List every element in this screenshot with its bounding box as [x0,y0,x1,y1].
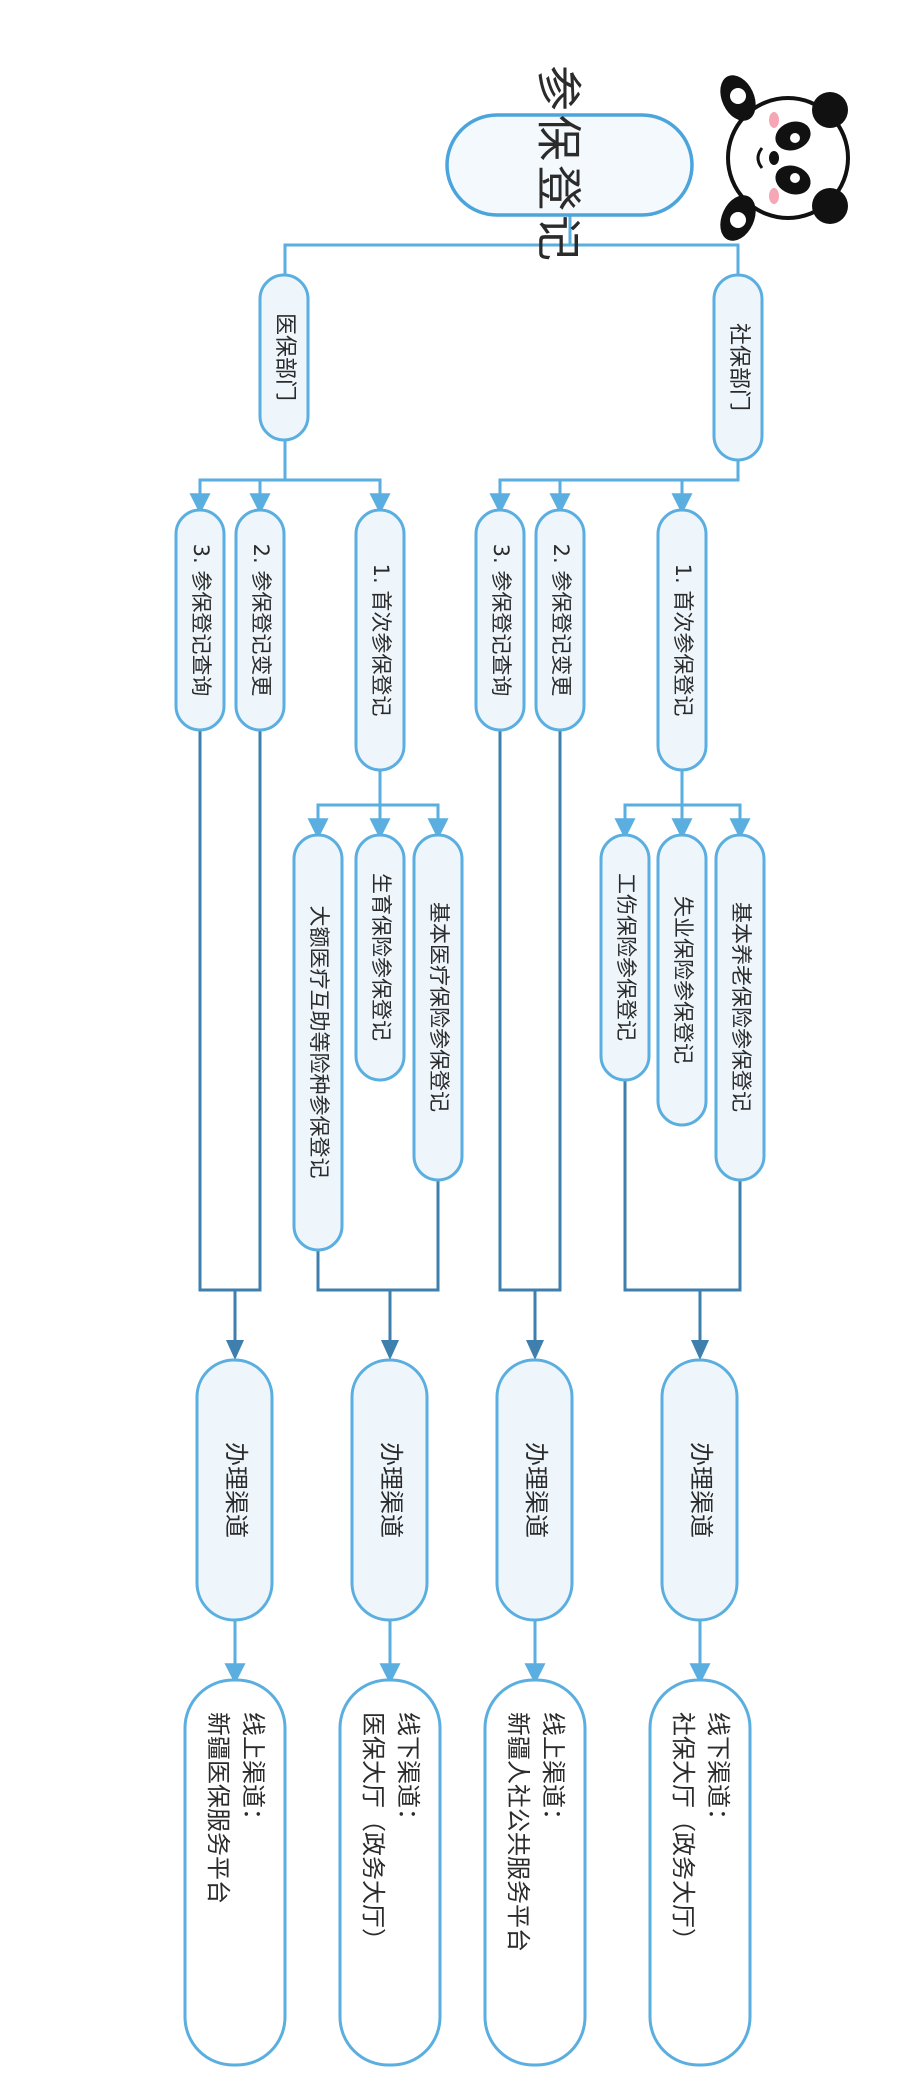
social-item-2-node: 2. 参保登记变更 [534,508,586,732]
arrow-to-channel2 [526,1340,544,1360]
social-sub-3-node: 工伤保险参保登记 [599,833,651,1082]
social-sub-1-label: 基本养老保险参保登记 [729,902,753,1112]
channel-3-node: 办理渠道 [350,1358,429,1622]
connectors [189,210,751,1685]
connector-social-sub1 [680,770,751,840]
connector-medical-item2 [249,478,285,515]
medical-sub-3-label: 大额医疗互助等险种参保登记 [307,906,331,1179]
medical-sub-1-node: 基本医疗保险参保登记 [412,833,464,1182]
medical-item-2-label: 2. 参保登记变更 [249,544,273,697]
arrow-to-channel1 [691,1340,709,1360]
channel-4-label: 办理渠道 [222,1442,250,1538]
merge-social-sub3 [623,1080,700,1292]
connector-medical-item1 [283,440,391,515]
detail-3-node: 线下渠道： 医保大厅（政务大厅） [338,1678,442,2067]
channel-2-node: 办理渠道 [495,1358,574,1622]
branch-social-node: 社保部门 [712,273,764,462]
merge-medical-sub3 [316,1250,390,1292]
connector-medical-item3 [189,478,260,515]
detail-1-node: 线下渠道： 社保大厅（政务大厅） [648,1678,752,2067]
medical-item-3-node: 3. 参保登记查询 [174,508,226,732]
merge-medical-sub1 [390,1180,440,1292]
social-sub-1-node: 基本养老保险参保登记 [714,833,766,1182]
channel-2-label: 办理渠道 [522,1442,550,1538]
detail-3-line2: 医保大厅（政务大厅） [359,1712,387,1952]
merge-social-item2 [535,730,562,1292]
detail-2-line1: 线上渠道： [539,1712,567,1832]
medical-item-1-label: 1. 首次参保登记 [369,564,393,717]
connector-root-social [568,210,740,275]
arrow-to-channel4 [226,1340,244,1360]
connector-medical-sub3 [307,803,380,840]
connector-social-item2 [549,478,738,515]
connector-social-item3 [489,478,560,515]
arrow-to-channel3 [381,1340,399,1360]
social-sub-2-label: 失业保险参保登记 [671,896,695,1064]
connector-social-item1 [671,460,740,515]
detail-2-line2: 新疆人社公共服务平台 [504,1712,532,1952]
detail-1-line2: 社保大厅（政务大厅） [669,1712,697,1952]
medical-item-2-node: 2. 参保登记变更 [234,508,286,732]
merge-medical-item3 [198,730,235,1292]
medical-item-1-node: 1. 首次参保登记 [354,508,406,772]
detail-3-line1: 线下渠道： [394,1712,422,1832]
detail-4-line2: 新疆医保服务平台 [204,1712,232,1904]
social-item-1-label: 1. 首次参保登记 [671,564,695,717]
channel-1-label: 办理渠道 [687,1442,715,1538]
connector-root-medical [283,243,570,275]
merge-social-sub1 [700,1180,742,1292]
branch-medical-label: 医保部门 [272,313,297,401]
channel-1-node: 办理渠道 [660,1358,739,1622]
social-item-3-label: 3. 参保登记查询 [489,544,513,697]
social-item-2-label: 2. 参保登记变更 [549,544,573,697]
social-sub-2-node: 失业保险参保登记 [656,833,708,1127]
channel-3-label: 办理渠道 [377,1442,405,1538]
merge-social-item3 [498,730,535,1292]
medical-item-3-label: 3. 参保登记查询 [189,544,213,697]
connector-social-sub3 [614,803,682,840]
branch-medical-node: 医保部门 [258,273,310,442]
social-sub-3-label: 工伤保险参保登记 [614,873,638,1041]
medical-sub-2-node: 生育保险参保登记 [354,833,406,1082]
detail-4-node: 线上渠道： 新疆医保服务平台 [183,1678,287,2067]
channel-4-node: 办理渠道 [195,1358,274,1622]
root-node: 参保登记 [445,65,694,265]
social-item-1-node: 1. 首次参保登记 [656,508,708,772]
detail-1-line1: 线下渠道： [704,1712,732,1832]
medical-sub-2-label: 生育保险参保登记 [369,873,393,1041]
merge-medical-item2 [235,730,262,1292]
branch-social-label: 社保部门 [726,323,751,411]
connector-medical-sub1 [378,770,449,840]
social-item-3-node: 3. 参保登记查询 [474,508,526,732]
medical-sub-3-node: 大额医疗互助等险种参保登记 [292,833,344,1252]
detail-2-node: 线上渠道： 新疆人社公共服务平台 [483,1678,587,2067]
detail-4-line1: 线上渠道： [239,1712,267,1832]
root-label: 参保登记 [532,65,586,265]
panda-icon [720,75,850,241]
medical-sub-1-label: 基本医疗保险参保登记 [427,902,451,1112]
